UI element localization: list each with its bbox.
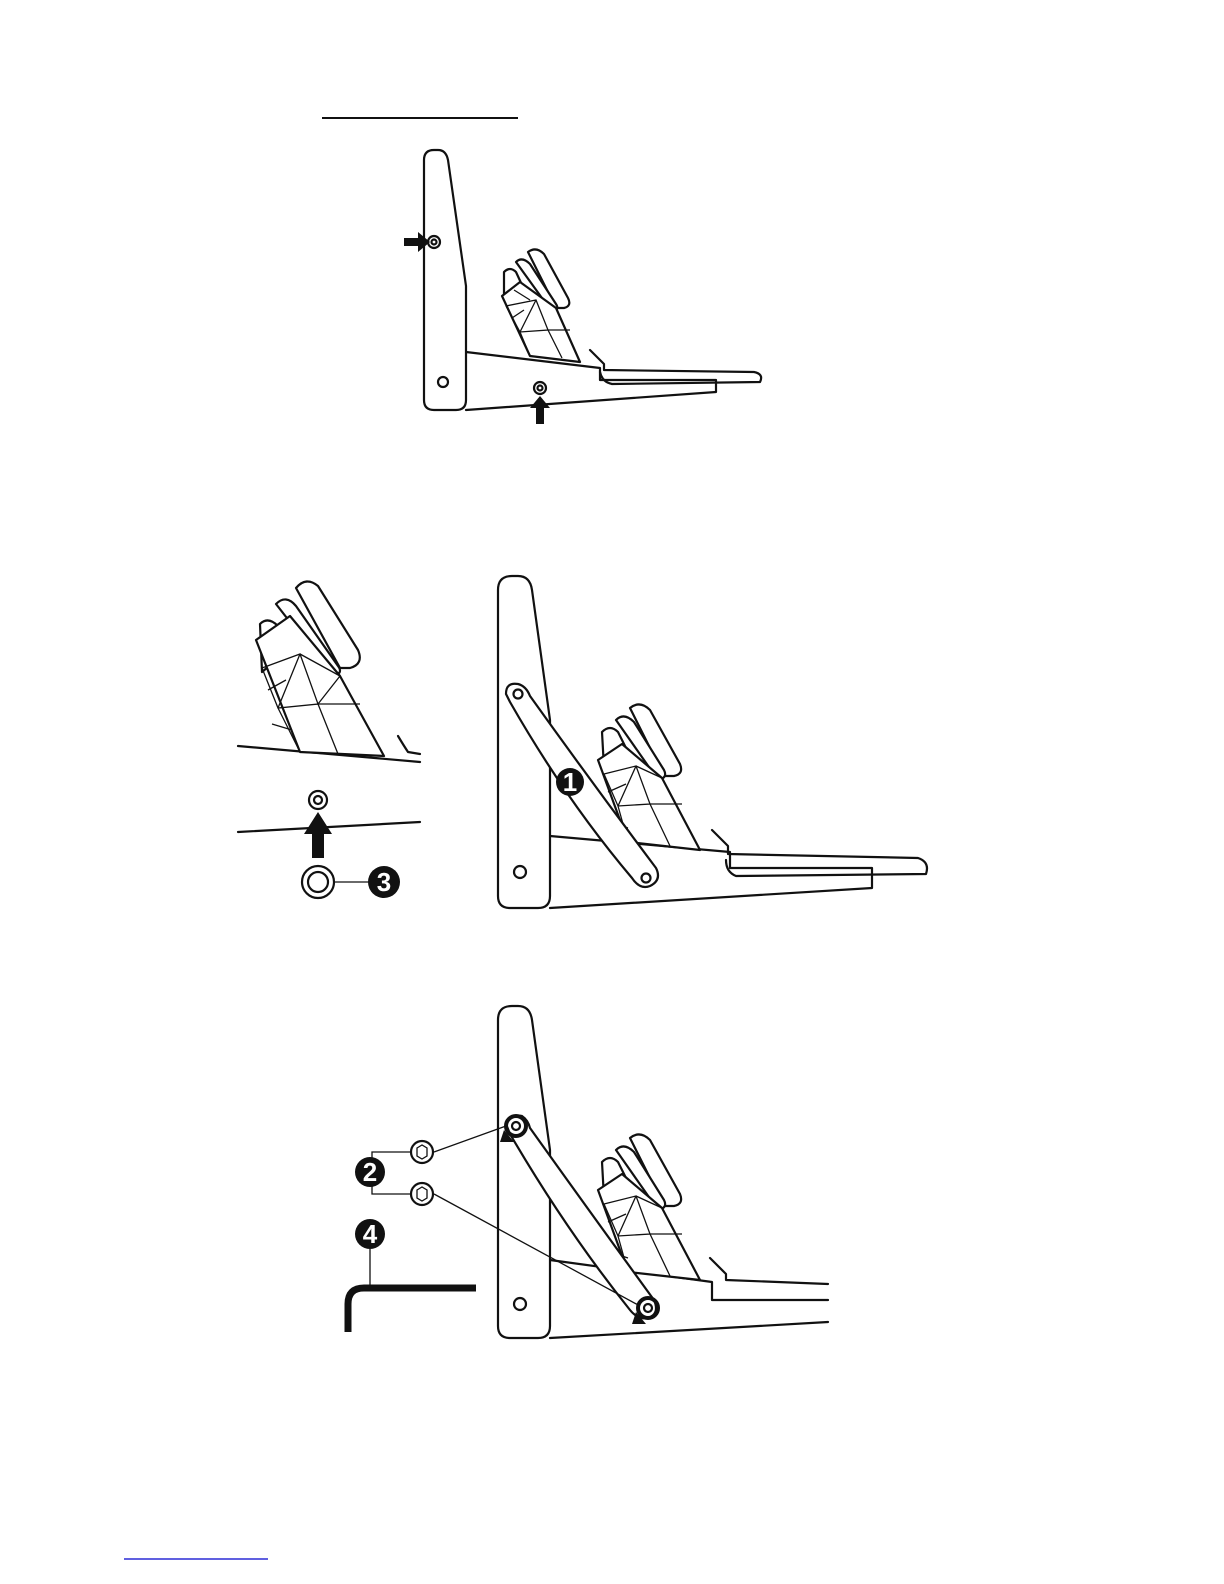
floor-plate-bottom	[550, 1322, 828, 1338]
post-hole	[514, 1298, 526, 1310]
pedal-tray	[710, 1258, 828, 1284]
brace-hole-top	[514, 690, 523, 699]
figure-2-zoom-detail: 3	[238, 581, 420, 898]
post-hole	[438, 377, 448, 387]
upright-post	[424, 150, 466, 410]
pedal-assembly	[502, 249, 580, 362]
allen-key-icon	[348, 1288, 476, 1332]
figure-3-pedal-base: 2 4	[348, 1006, 828, 1338]
floor-plate	[466, 352, 716, 410]
callout-label-1: 1	[563, 767, 577, 797]
tray-tab	[398, 736, 420, 754]
post-hole	[514, 866, 526, 878]
callout-label-3: 3	[377, 867, 391, 897]
arrow-up-icon	[304, 812, 332, 858]
callout-label-2: 2	[363, 1157, 377, 1187]
arrow-up-icon	[530, 396, 550, 424]
figure-2-pedal-base: 1	[498, 576, 927, 908]
callout-label-4: 4	[363, 1219, 378, 1249]
floor-plate	[550, 836, 872, 908]
figure-1-pedal-base	[404, 150, 761, 424]
brace-hole-bottom	[642, 874, 651, 883]
pedal-assembly-zoom	[256, 581, 384, 756]
